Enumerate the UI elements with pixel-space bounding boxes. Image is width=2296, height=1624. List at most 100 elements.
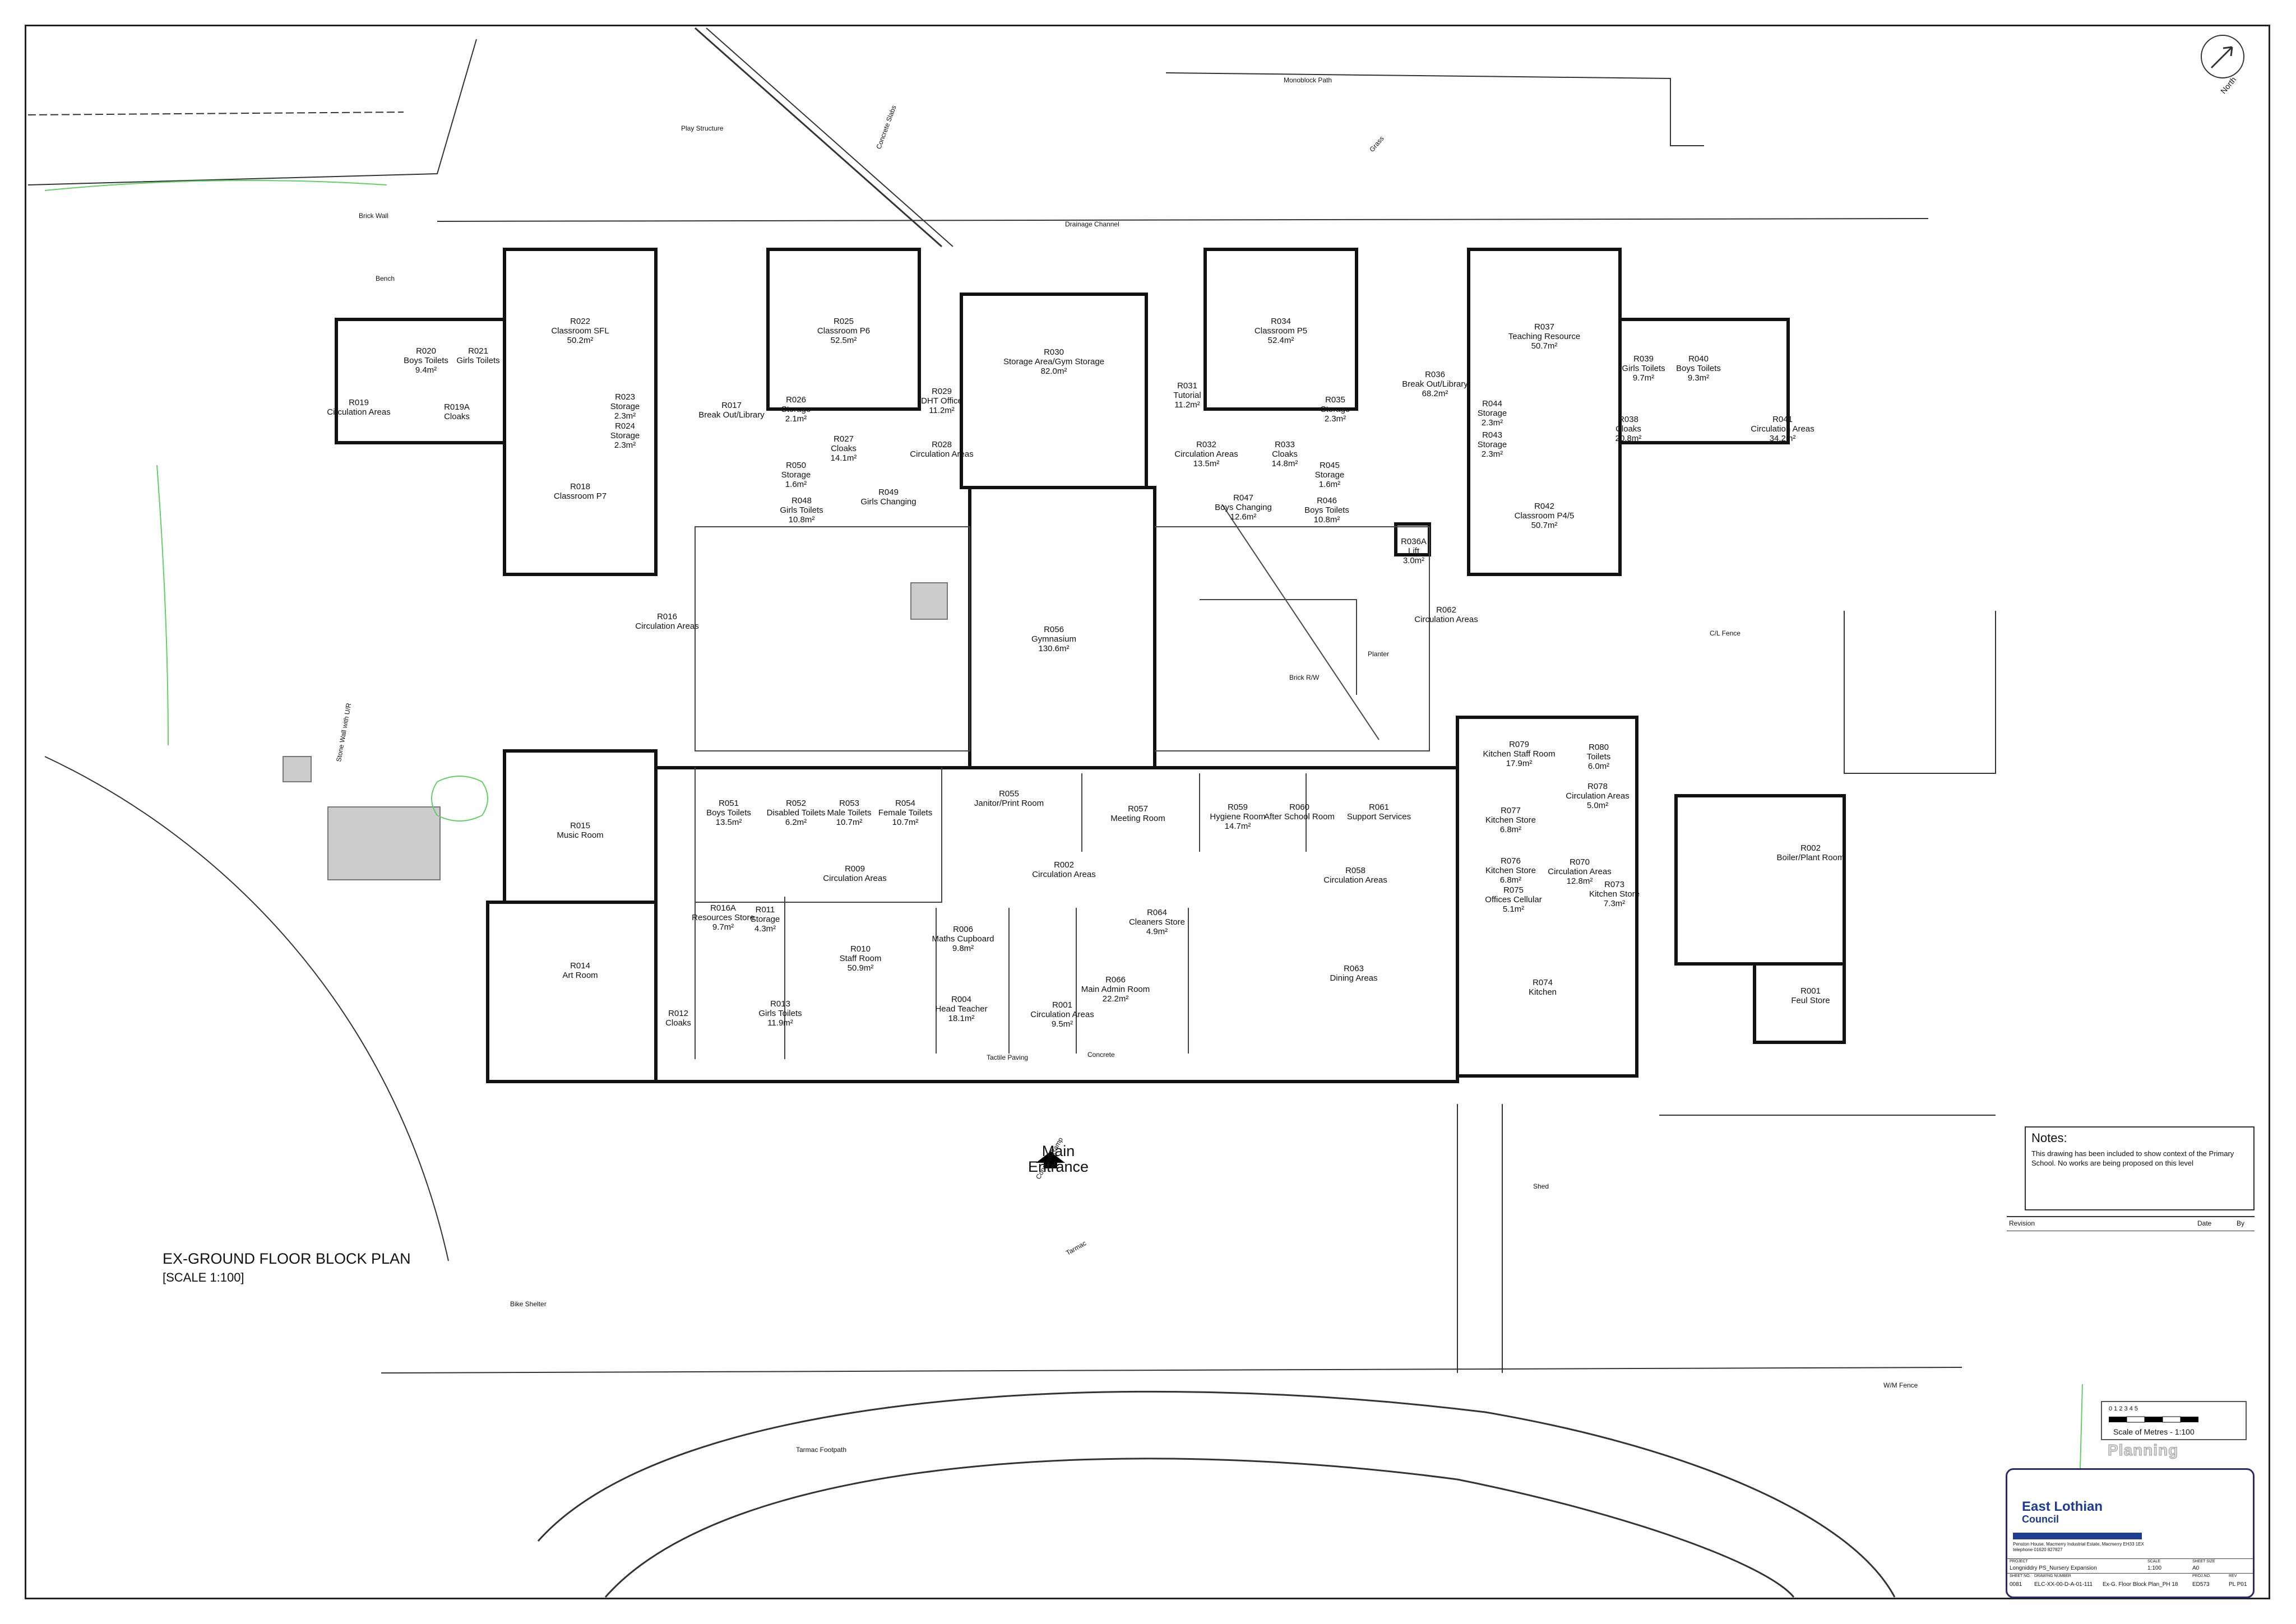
room-area: 1.6m² — [785, 480, 807, 489]
room-name: Kitchen Store — [1485, 815, 1536, 825]
path-edge — [695, 27, 942, 248]
drawing-title-text: EX-GROUND FLOOR BLOCK PLAN — [163, 1250, 411, 1267]
room-code: R039 — [1633, 354, 1654, 364]
kitchen-block — [1456, 716, 1638, 1078]
room-area: 2.3m² — [614, 440, 636, 450]
room-name: Storage — [610, 402, 640, 411]
room-code: R049 — [878, 488, 899, 497]
room-area: 11.9m² — [767, 1018, 793, 1028]
notes-body: This drawing has been included to show c… — [2031, 1149, 2234, 1167]
room-name: Storage — [781, 405, 811, 414]
tb-row-drawing: SHEET NO. 0081 DRAWING NUMBER ELC-XX-00-… — [2007, 1573, 2253, 1596]
room-name: Teaching Resource — [1508, 332, 1581, 341]
planter-outline — [1200, 599, 1357, 695]
room-name: Storage — [781, 470, 811, 480]
room-name: Circulation Areas — [1030, 1010, 1094, 1019]
room-area: 9.7m² — [1632, 373, 1655, 383]
room-code: R054 — [895, 799, 915, 808]
north-arrow: North — [2197, 31, 2248, 99]
monoblock-path — [1165, 72, 1704, 146]
room-name: Support Services — [1346, 812, 1411, 822]
room-code: R036A — [1401, 537, 1427, 546]
scale-bar-graphic — [2109, 1416, 2198, 1423]
room-code: R076 — [1501, 856, 1521, 866]
room-area: 18.1m² — [948, 1014, 975, 1023]
drawing-title: EX-GROUND FLOOR BLOCK PLAN [SCALE 1:100] — [163, 1250, 411, 1287]
room-code: R014 — [570, 961, 590, 971]
north-arrow-icon — [2201, 35, 2244, 78]
shrub — [431, 776, 488, 822]
room-name: Music Room — [557, 830, 604, 840]
room-name: Staff Room — [839, 954, 882, 963]
room-code: R032 — [1196, 440, 1216, 449]
room-name: Break Out/Library — [1402, 379, 1468, 389]
site-label: Planter — [1368, 650, 1390, 658]
room-code: R011 — [755, 905, 775, 915]
site-label: Concrete — [1087, 1051, 1115, 1059]
room-code: R012 — [668, 1009, 688, 1018]
room-code: R026 — [786, 395, 806, 405]
room-name: Circulation Areas — [327, 407, 391, 417]
room-area: 6.2m² — [785, 818, 807, 827]
room-code: R051 — [719, 799, 739, 808]
internal-walls — [941, 773, 1307, 852]
wing-classroom-p6 — [766, 248, 921, 411]
room-area: 5.1m² — [1502, 904, 1525, 914]
council-logo: East Lothian Council — [2011, 1475, 2156, 1529]
room-code: R031 — [1177, 381, 1197, 391]
room-code: R016A — [710, 903, 736, 913]
room-code: R045 — [1320, 461, 1340, 470]
room-code: R020 — [416, 346, 436, 356]
courtyard-west — [695, 526, 970, 751]
revision-table: Revision Date By — [2007, 1216, 2255, 1231]
room-name: Circulation Areas — [910, 449, 974, 459]
hedge-north — [44, 180, 387, 191]
scale-ticks: 0 1 2 3 4 5 — [2109, 1405, 2138, 1412]
hedge-west — [156, 465, 169, 746]
room-name: Offices Cellular — [1485, 895, 1542, 904]
room-area: 10.8m² — [1313, 515, 1340, 525]
council-address: Penston House, Macmerry Industrial Estat… — [2013, 1542, 2144, 1552]
room-name: Kitchen Store — [1589, 889, 1640, 899]
drawing-scale-text: [SCALE 1:100] — [163, 1270, 244, 1284]
room-code: R074 — [1533, 978, 1553, 987]
room-name: Boys Toilets — [404, 356, 448, 365]
room-code: R035 — [1325, 395, 1345, 405]
entrance-arrow-icon — [1036, 1152, 1065, 1163]
room-area: 2.3m² — [1324, 414, 1346, 424]
revision-col: Revision — [2009, 1219, 2035, 1227]
room-name: Storage — [610, 431, 640, 440]
room-area: 9.3m² — [1687, 373, 1710, 383]
internal-partitions — [695, 768, 942, 903]
room-code: R002 — [1054, 860, 1074, 870]
site-label: Bench — [376, 275, 395, 282]
room-area: 68.2m² — [1422, 389, 1448, 398]
